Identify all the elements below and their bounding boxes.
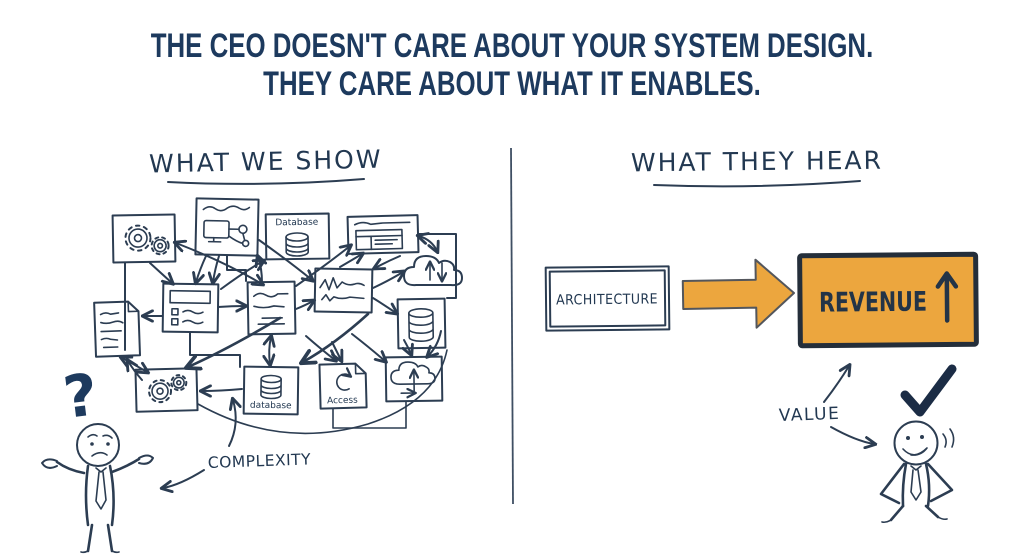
cloud-upload-icon [390, 361, 436, 394]
right-arm-akimbo [926, 462, 954, 503]
right-hand [138, 454, 154, 465]
waveform-node [313, 267, 374, 314]
refresh-icon [336, 374, 351, 391]
access-node: Access [318, 362, 368, 410]
torso [901, 462, 931, 508]
gears-node-bottom [134, 367, 199, 413]
database-icon [285, 232, 310, 257]
document-node-left [93, 300, 141, 358]
question-mark-icon: ? [60, 360, 102, 432]
system-diagram: Database [93, 197, 463, 435]
cloud-sync-node [403, 255, 463, 287]
architecture-box: ARCHITECTURE [544, 265, 671, 332]
gears-node-top [111, 213, 177, 264]
left-heading-underline [167, 178, 365, 185]
right-panel-heading: WHAT THEY HEAR [631, 146, 883, 188]
headline-line-2: THEY CARE ABOUT WHAT IT ENABLES. [263, 65, 761, 104]
scribble-lines [252, 292, 289, 326]
worried-brows [87, 433, 113, 439]
value-arrow-to-figure [830, 426, 874, 444]
frown-mouth [91, 451, 108, 457]
complexity-annotation: COMPLEXITY [163, 400, 311, 488]
headline-line-1: THE CEO DOESN'T CARE ABOUT YOUR SYSTEM D… [150, 27, 874, 65]
motion-lines [942, 428, 955, 448]
left-heading-text: WHAT WE SHOW [149, 145, 383, 179]
database-top-label: Database [275, 218, 319, 229]
right-heading-text: WHAT THEY HEAR [631, 146, 883, 178]
monitor-flow-icon [202, 219, 250, 248]
cloud-icon [403, 255, 463, 287]
cause-effect-arrow-icon [681, 258, 795, 329]
right-heading-underline [653, 180, 861, 188]
database-icon [260, 374, 282, 400]
value-label: VALUE [778, 404, 840, 426]
revenue-box: REVENUE [797, 251, 979, 349]
complexity-arrow-to-figure [163, 469, 205, 488]
architecture-label: ARCHITECTURE [556, 291, 658, 308]
value-arrow-up [823, 366, 849, 403]
scribble-title [353, 221, 411, 226]
happy-figure [879, 420, 955, 524]
browser-window-icon [355, 228, 404, 251]
legs [86, 523, 114, 553]
cloud-upload-node [384, 355, 444, 403]
up-arrow-icon [935, 271, 959, 323]
database-node-right [396, 297, 447, 350]
right-arm [110, 457, 141, 474]
gears-icon [124, 224, 170, 256]
complexity-arrow-up [228, 400, 236, 447]
left-panel-heading: WHAT WE SHOW [149, 145, 383, 185]
complexity-label: COMPLEXITY [208, 450, 312, 472]
smile-mouth [902, 447, 928, 456]
panel-divider [510, 147, 514, 505]
client-node [346, 214, 420, 255]
ui-form-icon [169, 289, 212, 326]
coverage-node [194, 197, 260, 257]
database-icon [408, 307, 435, 342]
gears-icon [148, 374, 188, 404]
left-arm-akimbo [879, 462, 906, 505]
left-hand [41, 458, 58, 469]
tie [95, 467, 107, 510]
document-icon [318, 362, 368, 410]
feet [881, 516, 948, 524]
diagram-arrows [122, 236, 442, 391]
headline: THE CEO DOESN'T CARE ABOUT YOUR SYSTEM D… [123, 27, 901, 103]
album-node [246, 280, 297, 336]
database-bottom-label: database [250, 401, 292, 412]
form-node [161, 282, 220, 334]
waveform-icon [319, 277, 365, 291]
tie [910, 465, 922, 501]
scribble-title [202, 205, 251, 212]
legs [889, 504, 940, 522]
database-node-bottom: database [242, 365, 300, 416]
left-arm [55, 460, 86, 475]
confused-figure: ? [41, 360, 154, 554]
checkmark-icon [900, 364, 957, 417]
scribble-lines [99, 312, 124, 349]
value-annotation: VALUE [778, 366, 874, 444]
revenue-label: REVENUE [819, 287, 927, 319]
document-icon [93, 300, 141, 358]
database-node-top: Database [264, 212, 331, 261]
torso [84, 464, 115, 527]
feet [80, 550, 120, 554]
access-label: Access [327, 396, 358, 407]
